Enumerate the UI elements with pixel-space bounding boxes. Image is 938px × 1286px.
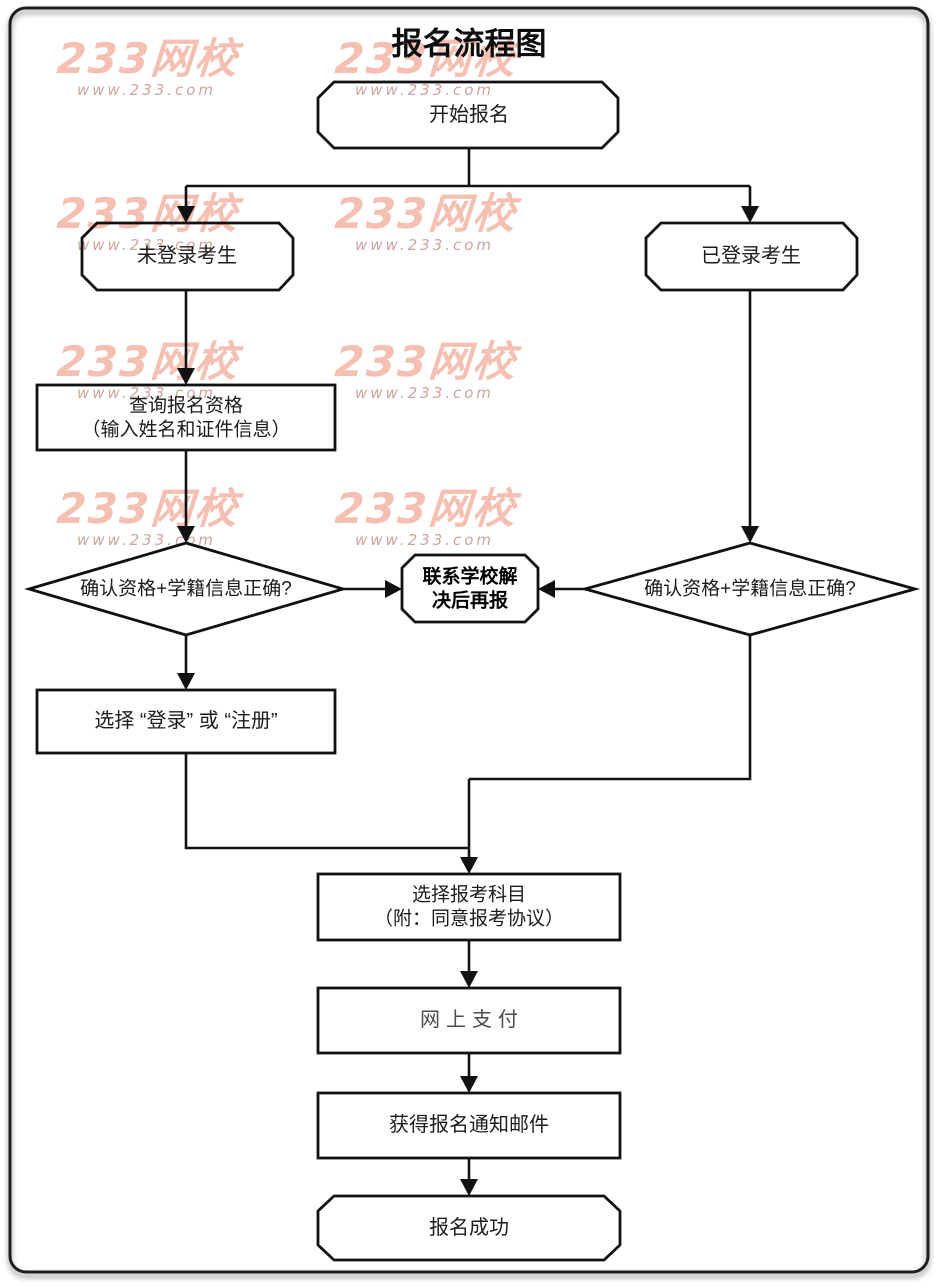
arrowhead: [460, 971, 478, 988]
arrowhead: [460, 1076, 478, 1093]
terminator-shape: [644, 221, 859, 292]
node-email: 获得报名通知邮件: [316, 1091, 622, 1160]
arrowhead: [460, 1179, 478, 1196]
node-subjects-line1: 选择报考科目: [412, 884, 526, 906]
node-start-label: 开始报名: [429, 103, 509, 126]
process-shape: [35, 688, 337, 755]
terminator-shape: [316, 80, 620, 150]
process-shape: [316, 872, 622, 942]
decision-shape: [24, 541, 348, 637]
arrowhead: [177, 526, 195, 543]
connectors: [177, 148, 759, 1196]
connector-login-merge: [184, 753, 469, 850]
node-contact-line1: 联系学校解: [422, 565, 517, 588]
terminator-shape: [80, 221, 295, 292]
node-pay: 网上支付: [316, 986, 622, 1055]
node-subjects: 选择报考科目 （附：同意报考协议）: [316, 872, 622, 942]
node-success: 报名成功: [316, 1194, 622, 1262]
node-decide-right-label: 确认资格+学籍信息正确?: [644, 578, 856, 600]
node-query-line1: 查询报名资格: [129, 395, 243, 417]
node-decide-left: 确认资格+学籍信息正确?: [24, 541, 348, 637]
terminator-shape: [316, 1194, 622, 1262]
arrowhead: [741, 206, 759, 223]
page-title: 报名流程图: [392, 27, 547, 62]
arrowhead: [741, 526, 759, 543]
arrowhead: [177, 206, 195, 223]
connector-decideright-merge: [469, 635, 752, 781]
node-success-label: 报名成功: [429, 1216, 509, 1239]
node-login-register-label: 选择 “登录” 或 “注册”: [94, 709, 277, 732]
arrowhead: [460, 857, 478, 874]
node-login-register: 选择 “登录” 或 “注册”: [35, 688, 337, 755]
node-contact-school: 联系学校解 决后再报: [400, 553, 540, 624]
terminator-shape: [400, 553, 540, 624]
node-decide-right: 确认资格+学籍信息正确?: [579, 541, 921, 637]
node-logged-in: 已登录考生: [644, 221, 859, 292]
process-shape: [316, 1091, 622, 1160]
process-shape: [316, 986, 622, 1055]
node-logged-in-label: 已登录考生: [701, 244, 801, 267]
node-decide-left-label: 确认资格+学籍信息正确?: [80, 578, 292, 600]
node-subjects-line2: （附：同意报考协议）: [374, 908, 564, 930]
page-border: [8, 6, 930, 1274]
node-start: 开始报名: [316, 80, 620, 150]
node-pay-label: 网上支付: [420, 1008, 524, 1031]
node-query: 查询报名资格 （输入姓名和证件信息）: [35, 383, 337, 452]
arrowhead: [177, 673, 195, 690]
node-email-label: 获得报名通知邮件: [389, 1113, 549, 1136]
node-contact-line2: 决后再报: [432, 589, 508, 612]
decision-shape: [579, 541, 921, 637]
arrowhead: [538, 580, 555, 598]
node-query-line2: （输入姓名和证件信息）: [81, 419, 290, 441]
process-shape: [35, 383, 337, 452]
arrowhead: [385, 580, 402, 598]
arrowhead: [177, 368, 195, 385]
node-guest: 未登录考生: [80, 221, 295, 292]
node-guest-label: 未登录考生: [137, 244, 237, 267]
